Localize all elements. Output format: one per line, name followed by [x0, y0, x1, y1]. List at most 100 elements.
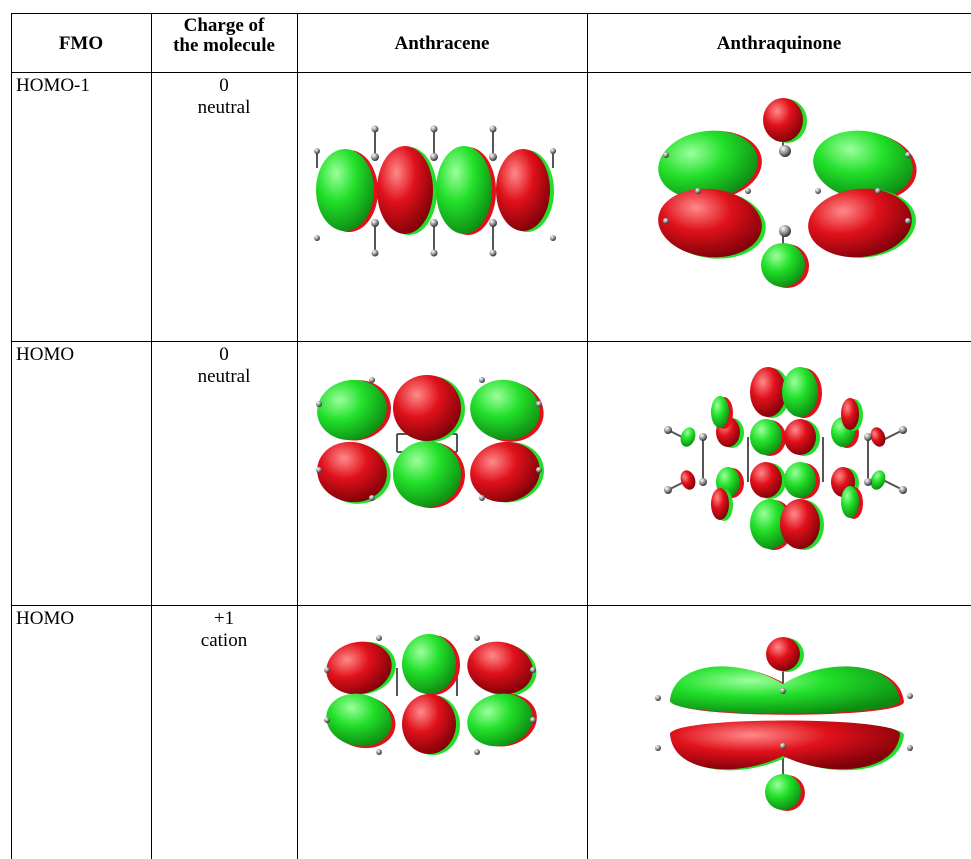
green-lobe [658, 130, 758, 200]
red-lobe [870, 427, 886, 447]
atom [815, 188, 821, 194]
atom [474, 635, 480, 641]
atom [907, 693, 913, 699]
atom [371, 219, 379, 227]
atom [780, 688, 786, 694]
red-lobe [711, 488, 729, 520]
atom [655, 745, 661, 751]
atom [314, 235, 320, 241]
red-lobe [780, 499, 820, 549]
green-lobe [711, 396, 729, 428]
header-anthraquinone: Anthraquinone [716, 33, 842, 54]
red-lobe [766, 637, 800, 671]
anthracene-homo-cation-orbital-image [324, 634, 537, 755]
atom [479, 377, 485, 383]
row3-charge-value: +1 [213, 608, 235, 629]
atom [489, 249, 497, 257]
green-lobe [765, 774, 801, 810]
red-lobe [763, 98, 803, 142]
table-left-border [11, 13, 12, 859]
row2-bottom-border [11, 605, 971, 606]
green-lobe [436, 146, 492, 234]
green-lobe [750, 419, 782, 455]
row1-fmo: HOMO-1 [16, 75, 90, 96]
atom [780, 743, 786, 749]
atom [489, 125, 497, 133]
atom [430, 249, 438, 257]
atom [324, 667, 330, 673]
red-lobe [750, 462, 782, 498]
atom [376, 635, 382, 641]
atom [699, 478, 707, 486]
atom [655, 695, 661, 701]
green-lobe [784, 462, 816, 498]
row1-charge-value: 0 [219, 75, 229, 96]
atom [864, 478, 872, 486]
header-anthracene: Anthracene [394, 33, 490, 54]
atom [369, 377, 375, 383]
atom [664, 486, 672, 494]
red-lobe [470, 441, 540, 503]
row1-charge-label: neutral [197, 97, 251, 118]
atom [699, 433, 707, 441]
atom [314, 148, 320, 154]
atom [905, 218, 911, 224]
row2-charge-label: neutral [197, 366, 251, 387]
red-lobe [467, 641, 533, 695]
atom [369, 495, 375, 501]
row3-fmo: HOMO [16, 608, 75, 629]
red-lobe [658, 188, 762, 258]
atom [489, 153, 497, 161]
atom [530, 717, 536, 723]
green-lobe [316, 149, 374, 231]
green-lobe [317, 379, 387, 441]
red-lobe [680, 470, 696, 490]
green-lobe [402, 634, 456, 694]
header-fmo: FMO [58, 33, 104, 54]
atom [745, 188, 751, 194]
header-bottom-border [11, 72, 971, 73]
atom [899, 486, 907, 494]
green-lobe [470, 379, 540, 441]
table-top-border [11, 13, 971, 14]
red-lobe [784, 419, 816, 455]
red-lobe [750, 367, 786, 417]
green-lobe [761, 243, 805, 287]
col-divider-1 [151, 13, 152, 859]
header-charge-line2: the molecule [173, 35, 275, 56]
atom [371, 249, 379, 257]
atom [536, 401, 542, 407]
atom [430, 219, 438, 227]
atom [899, 426, 907, 434]
anthracene-homo-1-orbital-image [314, 125, 556, 257]
red-lobe [808, 188, 912, 258]
green-lobe [393, 441, 461, 507]
atom [489, 219, 497, 227]
green-lobe [680, 427, 696, 447]
row3-charge-label: cation [200, 630, 248, 651]
atom [316, 467, 322, 473]
row1-bottom-border [11, 341, 971, 342]
red-lobe [496, 149, 550, 231]
atom [907, 745, 913, 751]
atom [905, 152, 911, 158]
red-lobe [402, 694, 456, 754]
atom [479, 495, 485, 501]
green-lobe [870, 470, 886, 490]
atom [371, 153, 379, 161]
atom [376, 749, 382, 755]
green-lobe [782, 367, 818, 417]
atom [530, 667, 536, 673]
atom [550, 235, 556, 241]
atom [430, 125, 438, 133]
anthracene-homo-neutral-orbital-image [316, 375, 544, 508]
atom [430, 153, 438, 161]
green-lobe [326, 693, 392, 747]
green-lobe [467, 693, 533, 747]
anthraquinone-homo-cation-orbital-image [655, 637, 913, 811]
green-lobe [841, 486, 859, 518]
atom [663, 218, 669, 224]
atom [864, 433, 872, 441]
green-lobe [750, 499, 790, 549]
